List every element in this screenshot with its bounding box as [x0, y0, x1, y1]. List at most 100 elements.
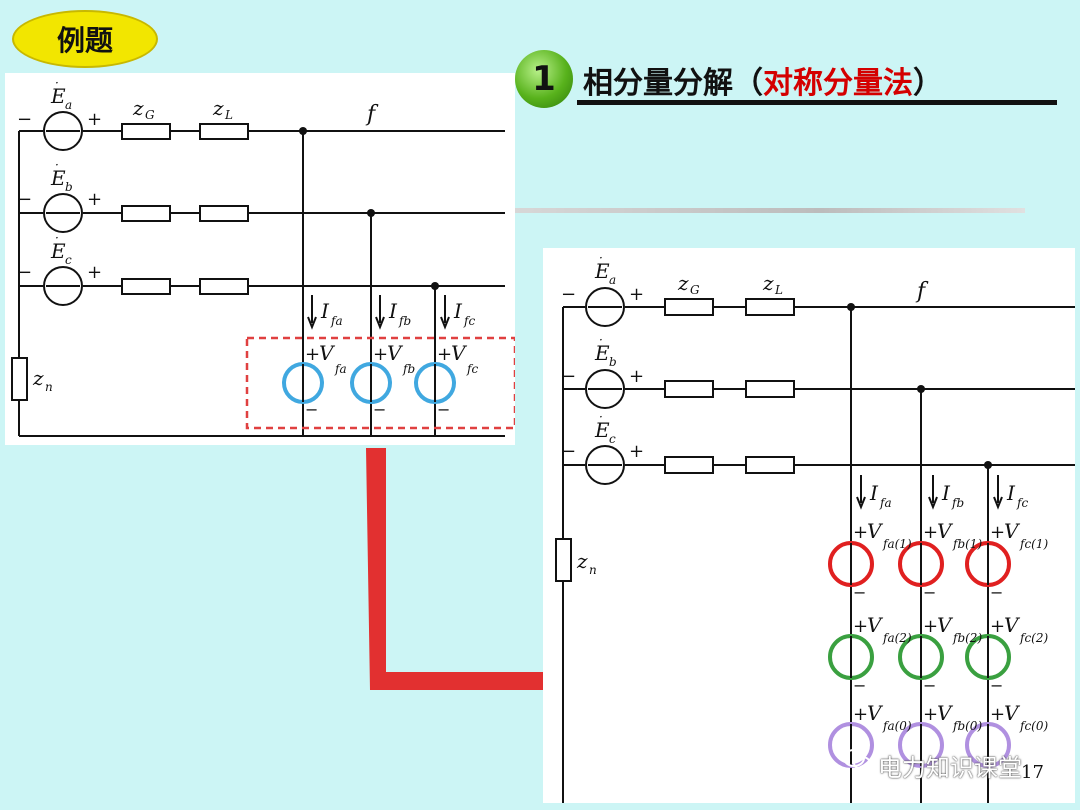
r-V-c2-sub: fc(2) [1019, 631, 1048, 645]
label-V-c: + [437, 344, 452, 365]
r-dot-Ea: · [599, 251, 603, 265]
r-label-zG: z [677, 271, 689, 295]
r-V-a1: V [867, 519, 884, 543]
example-badge-label: 例题 [56, 24, 113, 57]
r-plus-V-c0: + [990, 704, 1005, 725]
r-label-zn: z [576, 549, 588, 573]
label-V-b-v: V [387, 341, 404, 365]
r-minus-V-c1: − [990, 583, 1003, 602]
label-Ec-sub: c [65, 253, 72, 267]
r-V-c2: V [1004, 613, 1021, 637]
title-prefix: 相分量分解（ [583, 66, 763, 101]
r-plus-V-c1: + [990, 522, 1005, 543]
label-zG: z [132, 96, 144, 120]
r-V-c0-sub: fc(0) [1019, 719, 1048, 733]
r-minus-V-b1: − [923, 583, 936, 602]
r-label-I-c: I [1006, 481, 1016, 505]
title-suffix: ） [913, 66, 943, 101]
r-V-c0: V [1004, 701, 1021, 725]
r-label-Ec: E [594, 418, 610, 442]
label-I-c: I [453, 299, 463, 323]
r-plus-V-b1: + [923, 522, 938, 543]
section-title-text: 相分量分解（对称分量法） [583, 58, 943, 102]
label-V-c-v: V [451, 341, 468, 365]
r-label-I-b: I [941, 481, 951, 505]
r-dot-Eb: · [599, 333, 603, 347]
plus-Eb: + [87, 189, 102, 210]
label-I-b: I [388, 299, 398, 323]
label-I-a: I [320, 299, 330, 323]
divider-line [515, 208, 1025, 213]
label-V-a-sub: fa [334, 362, 347, 376]
label-zL: z [212, 96, 224, 120]
label-I-a-sub: fa [330, 314, 343, 328]
r-minus-Ea: − [561, 284, 576, 305]
label-V-a-v: V [319, 341, 336, 365]
title-highlight: 对称分量法 [763, 66, 913, 101]
r-plus-V-a2: + [853, 616, 868, 637]
r-V-b1: V [937, 519, 954, 543]
dot-Ec: · [55, 231, 59, 245]
page-number: 17 [1021, 762, 1044, 783]
dot-Ea: · [55, 76, 59, 90]
r-V-a2: V [867, 613, 884, 637]
r-plus-V-b0: + [923, 704, 938, 725]
label-V-a: + [305, 344, 320, 365]
r-label-Ec-sub: c [609, 432, 616, 446]
label-zn-sub: n [45, 380, 53, 394]
plus-Ea: + [87, 109, 102, 130]
label-Eb-sub: b [65, 180, 73, 194]
watermark-text: 电力知识课堂 [878, 754, 1022, 782]
label-V-b-sub: fb [402, 362, 415, 376]
dot-Eb: · [55, 158, 59, 172]
r-plus-Eb: + [629, 366, 644, 387]
minus-V-c: − [437, 400, 450, 419]
r-label-I-c-sub: fc [1016, 496, 1028, 510]
label-V-b: + [373, 344, 388, 365]
minus-Ec: − [17, 262, 32, 283]
r-label-Eb-sub: b [609, 355, 617, 369]
r-label-zL: z [762, 271, 774, 295]
label-f: f [365, 102, 379, 127]
label-I-b-sub: fb [398, 314, 411, 328]
plus-Ec: + [87, 262, 102, 283]
label-I-c-sub: fc [463, 314, 475, 328]
r-plus-V-b2: + [923, 616, 938, 637]
section-number-icon: 1 [515, 50, 573, 108]
r-label-zn-sub: n [589, 563, 597, 577]
label-Eb: E [50, 166, 66, 190]
label-zG-sub: G [145, 108, 155, 122]
r-label-Eb: E [594, 341, 610, 365]
r-V-a0-sub: fa(0) [882, 719, 912, 733]
wechat-icon [843, 749, 871, 770]
minus-Ea: − [17, 109, 32, 130]
r-V-b1-sub: fb(1) [952, 537, 982, 551]
minus-V-b: − [373, 400, 386, 419]
example-badge: 例题 [12, 10, 158, 68]
r-minus-V-a1: − [853, 583, 866, 602]
r-V-b2-sub: fb(2) [952, 631, 982, 645]
watermark: 电力知识课堂 [878, 748, 1022, 783]
r-label-I-a-sub: fa [879, 496, 892, 510]
r-label-zL-sub: L [774, 283, 783, 297]
r-label-Ea: E [594, 259, 610, 283]
r-V-c1: V [1004, 519, 1021, 543]
label-Ea: E [50, 84, 66, 108]
label-zL-sub: L [224, 108, 233, 122]
r-label-Ea-sub: a [609, 273, 616, 287]
title-underline [577, 100, 1057, 105]
r-V-b2: V [937, 613, 954, 637]
r-V-b0-sub: fb(0) [952, 719, 982, 733]
r-plus-V-c2: + [990, 616, 1005, 637]
minus-Eb: − [17, 189, 32, 210]
r-label-I-a: I [869, 481, 879, 505]
r-V-a1-sub: fa(1) [882, 537, 912, 551]
section-title: 1 相分量分解（对称分量法） [515, 48, 1057, 108]
r-dot-Ec: · [599, 410, 603, 424]
r-plus-V-a1: + [853, 522, 868, 543]
r-V-a0: V [867, 701, 884, 725]
